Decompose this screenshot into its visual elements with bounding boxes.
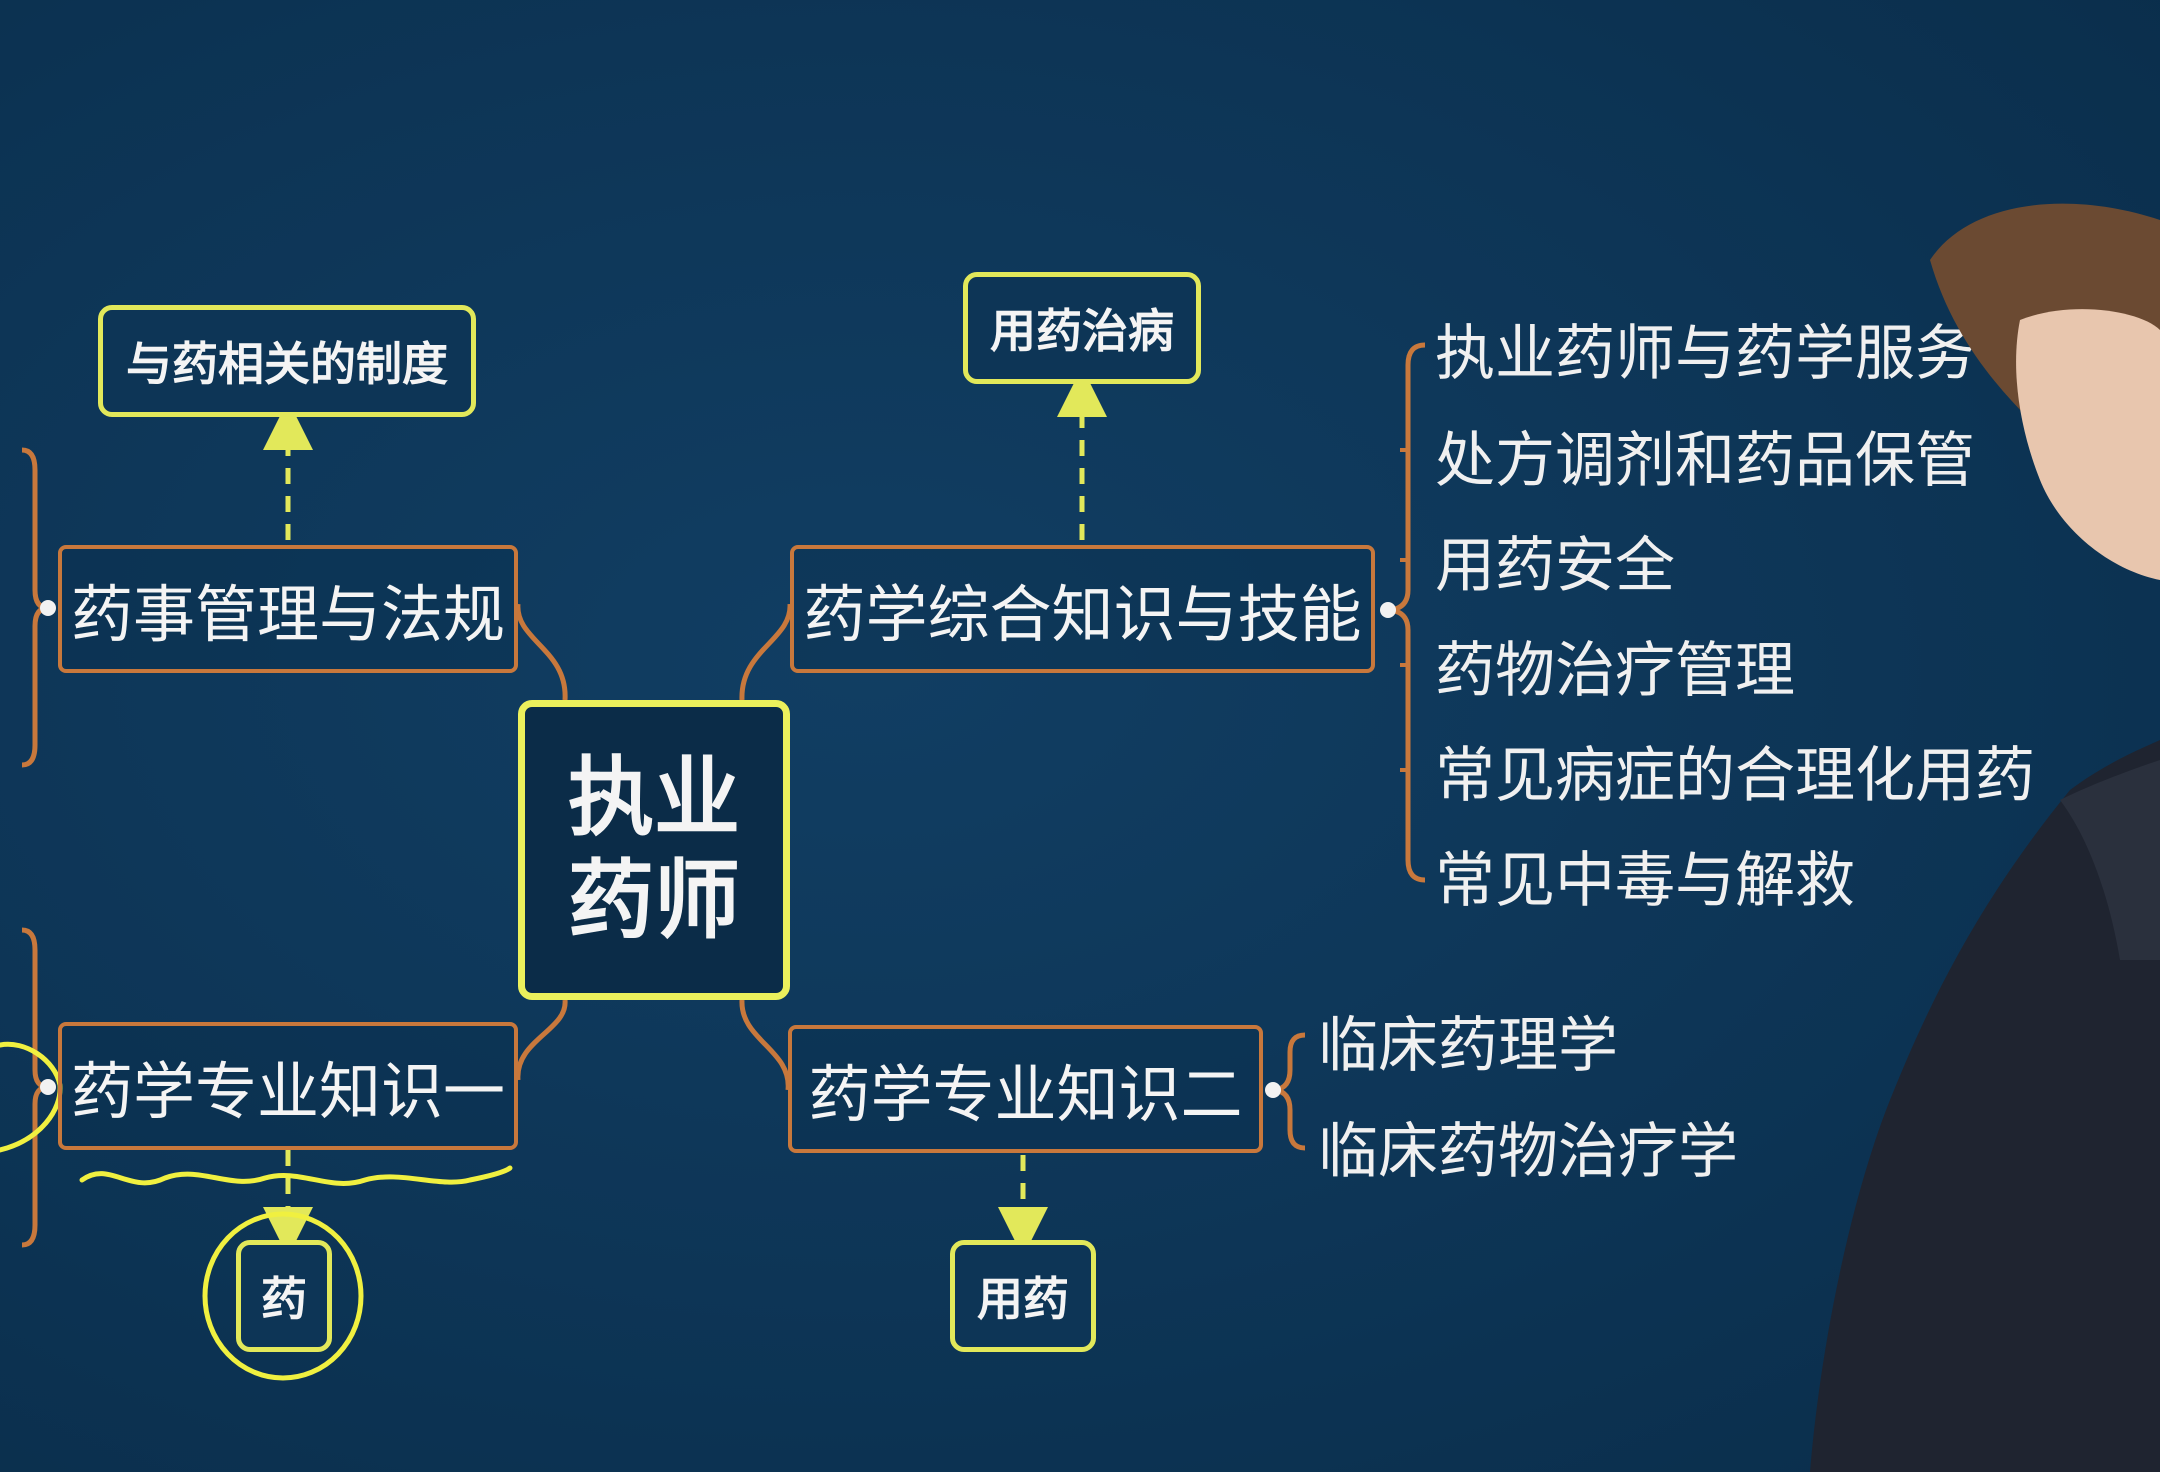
branch-bottom-right: 药学专业知识二 [788,1025,1263,1153]
top-right-item-6: 常见中毒与解救 [1435,846,1855,916]
tag-bottom-right-label: 用药 [977,1272,1069,1326]
branch-top-right: 药学综合知识与技能 [790,545,1375,673]
connector-bottom-left [515,999,568,1081]
branch-bottom-left-label: 药学专业知识一 [70,1055,505,1128]
tag-top-right: 用药治病 [963,272,1201,384]
center-line-2: 药师 [568,851,740,951]
top-right-item-1: 执业药师与药学服务 [1435,319,1975,389]
dot-bottom-left [40,1079,56,1095]
tag-top-left: 与药相关的制度 [98,305,476,417]
annotation-underline [79,1165,513,1186]
tag-top-right-label: 用药治病 [990,304,1174,358]
connector-bottom-right [739,999,791,1091]
branch-bottom-left: 药学专业知识一 [58,1022,518,1150]
top-right-item-5: 常见病症的合理化用药 [1435,741,2035,811]
presenter-figure [1810,203,2160,1472]
connector-top-left [515,603,568,701]
tag-bottom-left-label: 药 [261,1272,307,1326]
bottom-right-item-1: 临床药理学 [1318,1011,1618,1081]
bottom-right-item-2: 临床药物治疗学 [1318,1117,1738,1187]
tag-bottom-right: 用药 [950,1240,1096,1352]
branch-top-left: 药事管理与法规 [58,545,518,673]
dot-bottom-right [1265,1082,1281,1098]
annotation-circle [202,1211,364,1381]
top-right-item-2: 处方调剂和药品保管 [1435,426,1975,496]
top-right-item-4: 药物治疗管理 [1435,636,1795,706]
dot-top-left [40,600,56,616]
branch-top-left-label: 药事管理与法规 [70,578,505,651]
branch-top-right-label: 药学综合知识与技能 [803,578,1362,651]
connector-top-right [739,603,793,701]
annotation-left-arc [0,1041,63,1153]
dot-top-right [1380,602,1396,618]
tag-top-left-label: 与药相关的制度 [126,337,448,391]
top-right-item-3: 用药安全 [1435,531,1675,601]
center-line-1: 执业 [568,747,740,848]
center-node: 执业 药师 [518,700,790,1000]
branch-bottom-right-label: 药学专业知识二 [808,1058,1243,1131]
tag-bottom-left: 药 [236,1240,332,1352]
